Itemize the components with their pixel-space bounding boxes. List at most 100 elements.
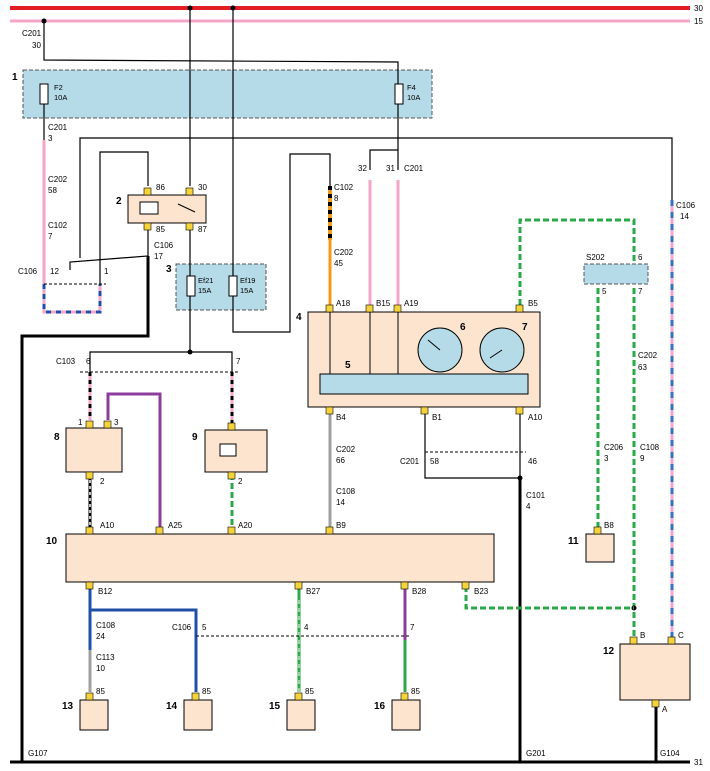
fuse-Ef19-rating: 15A [240, 286, 253, 295]
connector-label: 86 [156, 183, 165, 192]
connector-label: 6 [86, 357, 91, 366]
pin [85, 692, 94, 701]
fuse-F2-name: F2 [54, 83, 63, 92]
power-rails: 30 15 31 [10, 4, 703, 767]
connector-label: C202 [336, 445, 356, 454]
connector-label: C102 [48, 221, 68, 230]
fuse-F2-rating: 10A [54, 93, 67, 102]
connector-label: A18 [336, 299, 351, 308]
pin [593, 526, 602, 535]
connector-label: 5 [202, 623, 207, 632]
pin [325, 406, 334, 415]
connector-label: C106 [154, 241, 174, 250]
component-number-3: 3 [166, 264, 172, 275]
connector-label: C201 [404, 164, 424, 173]
ground-label-g107: G107 [28, 749, 48, 758]
pin [461, 581, 470, 590]
connector-label: 85 [202, 687, 211, 696]
connector-label: 2 [238, 477, 243, 486]
connector-label: B15 [376, 299, 391, 308]
connector-label: 4 [526, 502, 531, 511]
pin [85, 471, 94, 480]
pin [85, 581, 94, 590]
connector-label: 85 [305, 687, 314, 696]
module-12-body [619, 643, 691, 701]
connector-label: C102 [334, 183, 354, 192]
connector-label: B23 [474, 587, 489, 596]
connector-label: B1 [432, 413, 442, 422]
connector-label: 58 [430, 457, 439, 466]
component-15-body [286, 699, 316, 731]
connector-label: B8 [604, 521, 614, 530]
module-10-body [65, 533, 495, 583]
connector-label: B28 [412, 587, 427, 596]
connector-label: C206 [604, 443, 624, 452]
connector-label: C108 [640, 443, 660, 452]
pin [85, 526, 94, 535]
connector-label: 85 [96, 687, 105, 696]
component-number-1: 1 [12, 72, 18, 83]
pins [85, 187, 676, 708]
fuse-Ef19-name: Ef19 [240, 276, 255, 285]
connector-label: C202 [334, 248, 354, 257]
fuse-Ef21-rating: 15A [198, 286, 211, 295]
connector-label: 46 [528, 457, 537, 466]
connector-label: B4 [336, 413, 346, 422]
splice-s202 [583, 263, 649, 285]
junction-rail30-a [187, 5, 193, 11]
pin [143, 187, 152, 196]
gauge-7-needle [489, 349, 503, 359]
wire-c106-loop-blue [42, 284, 102, 314]
pin [629, 636, 638, 645]
connector-label: 17 [154, 252, 163, 261]
connector-label: A10 [100, 521, 115, 530]
connector-label: B [640, 631, 645, 640]
wire-ef19-out [232, 153, 331, 333]
connector-label: 24 [96, 632, 105, 641]
component-number-14: 14 [166, 701, 178, 712]
connector-label: 3 [48, 134, 53, 143]
fuse-box-1 [22, 69, 433, 119]
connector-label: 45 [334, 259, 343, 268]
component-number-15: 15 [269, 701, 281, 712]
pin [103, 420, 112, 429]
pin [185, 222, 194, 231]
connector-label: 58 [48, 186, 57, 195]
connector-label: B27 [306, 587, 321, 596]
pin [294, 692, 303, 701]
connector-label: 85 [156, 225, 165, 234]
connector-label: A25 [168, 521, 183, 530]
component-8-body [65, 427, 123, 473]
connector-label: A19 [404, 299, 419, 308]
connector-label: C103 [56, 357, 76, 366]
wire-cluster-b1 [424, 412, 520, 479]
connector-label: C108 [96, 621, 116, 630]
pin [515, 304, 524, 313]
wire-c106-loop [42, 284, 102, 314]
component-number-10: 10 [46, 536, 58, 547]
fuse-F2-body [39, 83, 49, 105]
pin [365, 304, 374, 313]
connector-label: 7 [410, 623, 415, 632]
component-number-9: 9 [192, 432, 198, 443]
connector-label: 7 [236, 357, 241, 366]
component-9-coil [219, 443, 237, 457]
pin [227, 526, 236, 535]
connector-label: 12 [50, 267, 59, 276]
fuse-F4-name: F4 [407, 83, 416, 92]
connector-label: C [678, 631, 684, 640]
connector-label: C106 [172, 623, 192, 632]
fuse-F4-rating: 10A [407, 93, 420, 102]
connector-label: A20 [238, 521, 253, 530]
connector-label: C202 [638, 351, 658, 360]
junction-rail30-b [230, 5, 236, 11]
pin [227, 471, 236, 480]
component-number-13: 13 [62, 701, 74, 712]
connector-label: 14 [680, 212, 689, 221]
wire-relay-control [99, 151, 149, 284]
wire-f2-feed [43, 21, 399, 84]
pin [420, 406, 429, 415]
fuse-Ef19: Ef19 15A [228, 275, 255, 297]
pin [294, 581, 303, 590]
